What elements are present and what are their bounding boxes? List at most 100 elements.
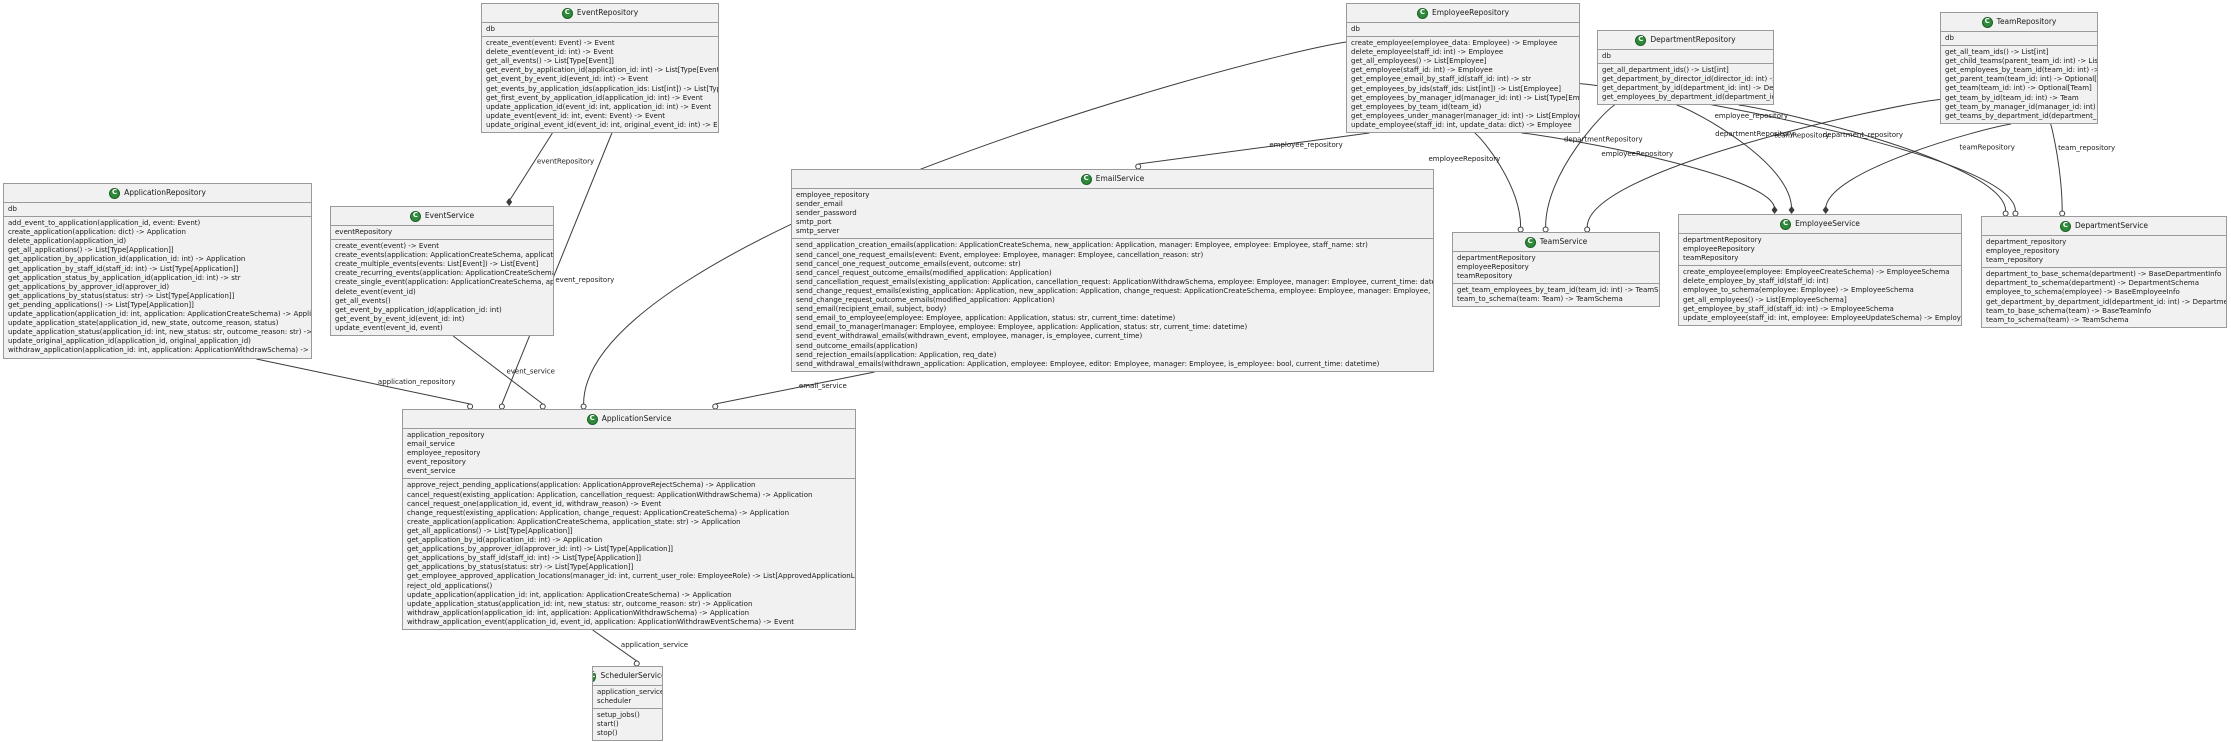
attribute: eventRepository [335,228,393,236]
class-methods: department_to_base_schema(department) ->… [1982,267,2226,327]
attribute: smtp_port [796,218,832,227]
method: update_original_event_id(event_id: int, … [486,120,719,129]
method: get_employee_approved_application_locati… [407,572,855,581]
method: update_application_status(application_id… [8,328,312,337]
class-header: CSchedulerService [593,667,662,686]
attribute: departmentRepository [1683,236,1762,244]
method: create_events(application: ApplicationCr… [335,251,554,260]
relation-line [1138,132,1370,165]
method: cancel_request_one(application_id, event… [407,499,662,508]
class-stereotype-icon: C [2059,220,2071,232]
method: get_event_by_event_id(event_id: int) [335,314,465,323]
relation-label: event_repository [555,276,614,284]
method: send_email_to_manager(manager: Employee,… [796,323,1248,332]
attribute: employee_repository [407,449,481,458]
class-name: EmployeeService [1795,219,1860,229]
method: reject_old_applications() [407,581,493,590]
method: get_department_by_id(department_id: int)… [1602,84,1774,93]
method: get_applications_by_staff_id(staff_id: i… [407,554,641,563]
class-attributes: db [1941,32,2097,45]
attribute: teamRepository [1683,254,1739,263]
relation-r6: employeeRepository [1521,132,1778,214]
relation-r1: eventRepository [506,132,594,206]
relation-label: email_service [799,382,847,390]
method: create_multiple_events(events: List[Even… [335,260,539,269]
relation-r9: departmentRepository [1676,104,1795,214]
method: get_all_team_ids() -> List[int] [1945,48,2049,57]
method: team_to_schema(team) -> TeamSchema [1986,315,2129,324]
attribute: sender_password [796,209,857,218]
relation-label: eventRepository [537,158,594,166]
class-scheduler-service[interactable]: CSchedulerServiceapplication_servicesche… [592,666,663,742]
method: delete_application(application_id) [8,237,127,246]
method: update_employee(staff_id: int, update_da… [1351,120,1572,129]
method: delete_event(event_id) [335,287,416,296]
relation-r8: departmentRepository [1542,104,1643,233]
relation-line [1586,98,1941,228]
class-attributes: db [1347,23,1579,36]
method: withdraw_application(application_id: int… [407,608,750,617]
method: setup_jobs() [597,711,640,720]
method: send_rejection_emails(application: Appli… [796,350,997,359]
method: create_event(event) -> Event [335,242,439,251]
relation-line [1521,132,1776,210]
method: send_cancel_request_outcome_emails(modif… [796,268,1052,277]
method: update_application_status(application_id… [407,599,753,608]
relation-label: teamRepository [1959,144,2014,152]
method: department_to_schema(department) -> Depa… [1986,279,2200,288]
method: delete_employee_by_staff_id(staff_id: in… [1683,277,1829,286]
method: get_event_by_application_id(application_… [486,66,719,75]
method: delete_event(event_id: int) -> Event [486,48,614,57]
attribute: event_repository [407,458,466,467]
attribute: employeeRepository [1683,245,1755,254]
attribute: employee_repository [1986,247,2060,256]
class-name: EventRepository [576,8,639,18]
attribute: db [1351,25,1360,33]
method: withdraw_application_event(application_i… [407,617,795,626]
relation-r2: event_repository [498,132,614,410]
class-name: DepartmentService [2074,221,2149,231]
method: create_event(event: Event) -> Event [486,39,615,48]
class-methods: add_event_to_application(application_id,… [4,216,311,357]
method: change_request(existing_application: App… [407,508,789,517]
method: get_department_by_department_id(departme… [1986,297,2227,306]
method: get_all_applications() -> List[Type[Appl… [407,526,573,535]
method: send_event_withdrawal_emails(withdrawn_e… [796,332,1143,341]
method: get_team(team_id: int) -> Optional[Team] [1945,84,2092,93]
class-stereotype-icon: C [561,7,573,19]
relation-label: application_service [621,641,688,649]
attribute: email_service [407,440,455,449]
method: update_employee(staff_id: int, employee:… [1683,313,1961,322]
relation-line [508,132,553,202]
method: get_employees_by_team_id(team_id: int) -… [1945,66,2097,75]
method: get_employee(staff_id: int) -> Employee [1351,66,1493,75]
class-methods: get_team_employees_by_team_id(team_id: i… [1453,283,1659,306]
method: team_to_base_schema(team) -> BaseTeamInf… [1986,306,2151,315]
relation-label: employee_repository [1715,112,1788,120]
method: get_employees_by_manager_id(manager_id: … [1351,93,1580,102]
relation-r12: teamRepository [1822,123,2015,214]
class-attributes: db [1598,50,1773,63]
class-stereotype-icon: C [1635,34,1647,46]
method: get_event_by_event_id(event_id: int) -> … [486,75,649,84]
method: get_events_by_application_ids(applicatio… [486,84,719,93]
